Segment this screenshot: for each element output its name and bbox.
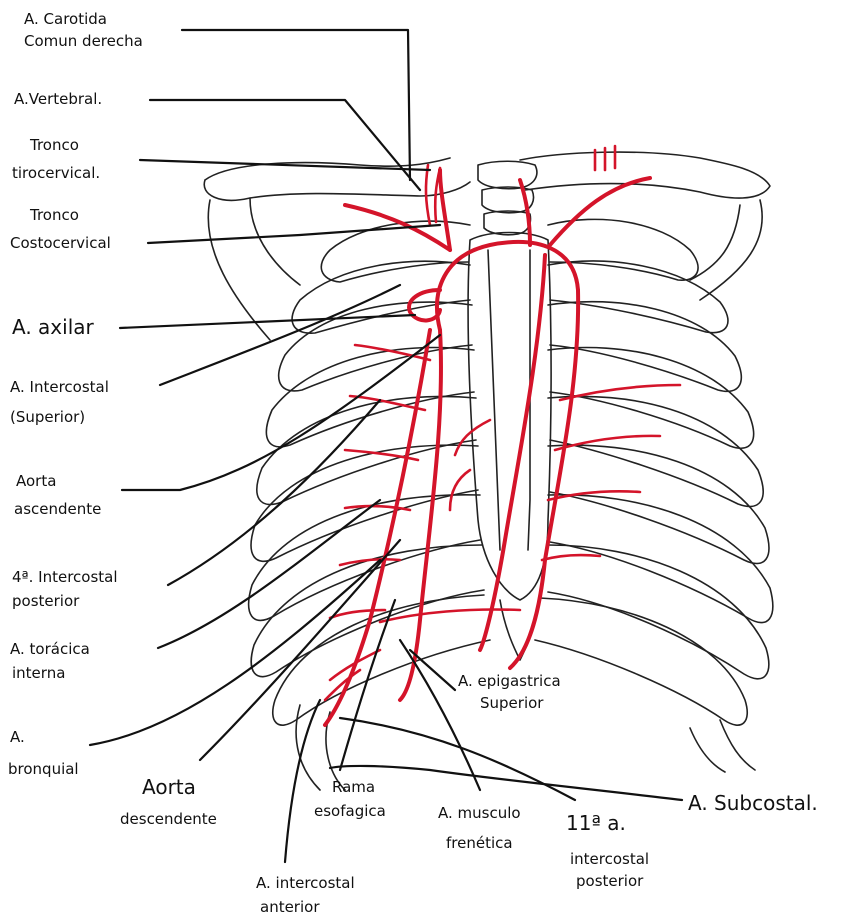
label-epigastrica-line2: Superior — [480, 694, 544, 712]
label-intercostal-ant-line2: anterior — [260, 898, 320, 916]
left-subclavian-artery — [550, 178, 650, 245]
label-intercostal-ant-line1: A. intercostal — [256, 874, 355, 892]
label-costocervical-line1: Tronco — [29, 206, 79, 224]
left-thyrocervical-branches — [595, 146, 615, 170]
label-aorta-asc-line2: ascendente — [14, 500, 101, 518]
label-intercostal11-line2: intercostal — [570, 850, 649, 868]
label-intercostal11-line1: 11ª a. — [566, 811, 626, 835]
right-scapula-outline — [208, 198, 300, 340]
leader-tirocervical — [140, 160, 430, 170]
label-vertebral: A.Vertebral. — [14, 90, 102, 108]
leader-intercostal-ant — [285, 700, 320, 862]
label-aorta-desc-line1: Aorta — [142, 775, 196, 799]
label-carotida-line2: Comun derecha — [24, 32, 143, 50]
label-intercostal11-line3: posterior — [576, 872, 644, 890]
label-subcostal: A. Subcostal. — [688, 791, 818, 815]
leader-vertebral — [150, 100, 420, 190]
leader-aorta-asc — [122, 335, 440, 490]
label-rama-line2: esofagica — [314, 802, 386, 820]
leader-intercostal11 — [340, 718, 575, 800]
label-aorta-desc-line2: descendente — [120, 810, 217, 828]
leader-intercostal-post4 — [168, 400, 380, 585]
label-intercostal-post4-line1: 4ª. Intercostal — [12, 568, 118, 586]
label-epigastrica-line1: A. epigastrica — [458, 672, 561, 690]
left-clavicle — [520, 152, 770, 198]
leader-costocervical — [148, 225, 440, 243]
leader-toracica — [158, 500, 380, 648]
label-bronquial-line2: bronquial — [8, 760, 79, 778]
label-musculo-line2: frenética — [446, 834, 513, 852]
right-common-carotid — [440, 170, 450, 250]
label-carotida-line1: A. Carotida — [24, 10, 107, 28]
label-bronquial-line1: A. — [10, 728, 25, 746]
label-aorta-asc-line1: Aorta — [16, 472, 56, 490]
label-rama-line1: Rama — [332, 778, 375, 796]
label-tirocervical-line2: tirocervical. — [12, 164, 100, 182]
leader-axilar — [120, 315, 415, 328]
labels: A. Carotida Comun derecha A.Vertebral. T… — [8, 10, 818, 916]
left-internal-thoracic — [480, 255, 545, 650]
left-scapula-outline — [690, 200, 762, 300]
label-musculo-line1: A. musculo — [438, 804, 521, 822]
label-intercostal-sup-line1: A. Intercostal — [10, 378, 109, 396]
label-axilar: A. axilar — [12, 315, 95, 339]
label-toracica-line1: A. torácica — [10, 640, 90, 658]
leader-carotida — [182, 30, 410, 180]
label-intercostal-post4-line2: posterior — [12, 592, 80, 610]
label-toracica-line2: interna — [12, 664, 65, 682]
label-costocervical-line2: Costocervical — [10, 234, 111, 252]
leader-bronquial — [90, 560, 380, 745]
leader-subcostal — [330, 766, 682, 800]
label-intercostal-sup-line2: (Superior) — [10, 408, 85, 426]
leader-aorta-desc — [200, 540, 400, 760]
label-tirocervical-line1: Tronco — [29, 136, 79, 154]
aortic-arch — [437, 242, 578, 330]
